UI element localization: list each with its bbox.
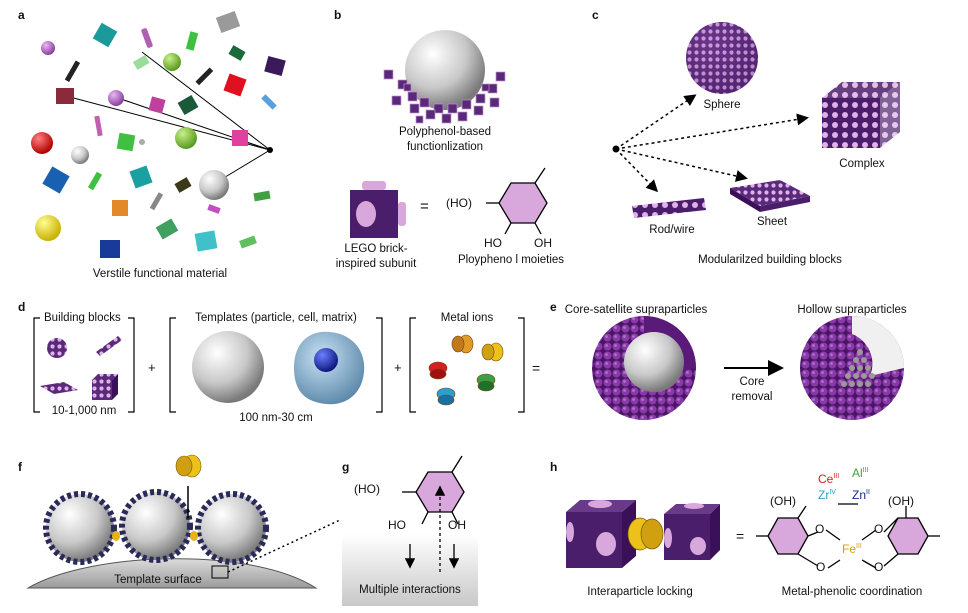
oh-b: OH: [534, 236, 552, 250]
lego-label-line1: LEGO brick-: [344, 243, 408, 255]
caption-g: Multiple interactions: [359, 584, 461, 596]
ion-fe: FeIII: [842, 542, 862, 556]
label-size-range: 10-1,000 nm: [49, 405, 119, 417]
panel-g-interactions: [342, 455, 478, 606]
oxygen-3: O: [874, 522, 884, 536]
equals-d: =: [532, 360, 541, 376]
panel-letter-g: g: [342, 460, 350, 474]
label-rod: Rod/wire: [649, 224, 695, 236]
caption-b-line1: Polyphenol-based: [398, 126, 492, 138]
label-core: Core: [739, 376, 765, 388]
label-templates: Templates (particle, cell, matrix): [193, 312, 359, 324]
ho-g: HO: [388, 518, 406, 532]
ion-zn-symbol: Zn: [852, 488, 867, 502]
panel-letter-h: h: [550, 460, 558, 474]
label-complex: Complex: [839, 158, 885, 170]
panel-letter-e: e: [550, 300, 557, 314]
ion-zr: ZrIV: [818, 488, 836, 502]
caption-b-line2: functionlization: [406, 141, 484, 153]
label-template-surface: Template surface: [114, 574, 202, 586]
oxygen-1: O: [815, 522, 825, 536]
ion-zr-symbol: Zr: [818, 488, 830, 502]
equals-h: =: [736, 528, 745, 544]
equals-b: =: [420, 198, 429, 215]
panel-h-locking: [566, 500, 940, 569]
oh-g: OH: [448, 518, 466, 532]
moiety-label: Ploypheno l moieties: [457, 254, 565, 266]
panel-f-assembly: [26, 454, 341, 589]
label-removal: removal: [731, 391, 773, 403]
panel-e-supraparticles: [592, 316, 904, 420]
ion-al-symbol: Al: [852, 466, 863, 480]
panel-letter-a: a: [18, 8, 25, 22]
ion-ce-ox: III: [833, 473, 840, 480]
panel-letter-f: f: [18, 460, 22, 474]
caption-a: Verstile functional material: [92, 268, 228, 280]
ho-paren-b: (HO): [446, 196, 472, 210]
ho-paren-g: (HO): [354, 482, 380, 496]
oh-left-h: (OH): [770, 494, 796, 508]
panel-d-components: [33, 317, 525, 413]
caption-h-coordination: Metal-phenolic coordination: [781, 586, 923, 598]
label-building-blocks: Building blocks: [42, 312, 123, 324]
label-hollow: Hollow supraparticles: [797, 304, 907, 316]
caption-c: Modularilzed building blocks: [698, 254, 842, 266]
ion-fe-symbol: Fe: [842, 542, 857, 556]
ion-zn: ZnII: [852, 488, 870, 502]
panel-c-building-blocks: [612, 22, 900, 218]
panel-letter-c: c: [592, 8, 599, 22]
panel-b-functionalization: [350, 30, 548, 238]
label-template-range: 100 nm-30 cm: [239, 412, 313, 424]
ion-ce-symbol: Ce: [818, 472, 834, 486]
label-metal-ions: Metal ions: [438, 312, 496, 324]
panel-letter-d: d: [18, 300, 26, 314]
label-sheet: Sheet: [756, 216, 788, 228]
panel-d-objects: [40, 331, 504, 406]
label-core-satellite: Core-satellite supraparticles: [564, 304, 708, 316]
ion-zr-ox: IV: [829, 489, 836, 496]
ion-zn-ox: II: [866, 489, 870, 496]
plus-2: +: [394, 360, 402, 375]
plus-1: +: [148, 360, 156, 375]
ion-al: AlIII: [852, 466, 869, 480]
panel-a-materials: [31, 11, 286, 258]
caption-h-locking: Interaparticle locking: [587, 586, 693, 598]
panel-letter-b: b: [334, 8, 342, 22]
oxygen-4: O: [874, 560, 884, 574]
label-sphere: Sphere: [703, 99, 741, 111]
ion-al-ox: III: [862, 467, 869, 474]
ho-b: HO: [484, 236, 502, 250]
oxygen-2: O: [816, 560, 826, 574]
ion-fe-ox: III: [856, 543, 862, 550]
oh-right-h: (OH): [888, 494, 914, 508]
ion-ce: CeIII: [818, 472, 839, 486]
lego-label-line2: inspired subunit: [335, 258, 417, 270]
